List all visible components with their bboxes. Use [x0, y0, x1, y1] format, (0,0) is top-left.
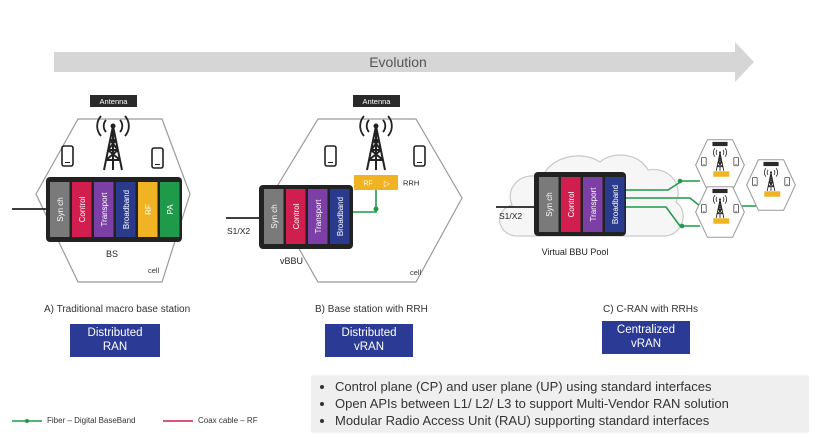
pool-module-label: Transport	[589, 187, 598, 222]
bs-module-label: Syn ch	[56, 197, 65, 221]
vbbu-module-label: Broadband	[336, 197, 345, 236]
tag-c-line1: Centralized	[616, 324, 676, 336]
feature-list-box: Control plane (CP) and user plane (UP) u…	[311, 375, 809, 433]
caption-a: A) Traditional macro base station	[44, 304, 191, 315]
pool-label-c: Virtual BBU Pool	[542, 247, 609, 257]
fiber-link-c1	[626, 180, 700, 191]
cell-label-a: cell	[148, 266, 160, 275]
antenna-tag-b	[353, 95, 400, 107]
pool-module-broadband	[605, 177, 625, 232]
bs-module-label: RF	[144, 204, 153, 215]
bs-module-label: Control	[78, 196, 87, 222]
bs-module-transport	[94, 182, 114, 237]
tower-icon-a	[96, 115, 130, 171]
tag-distributed-ran: Distributed RAN	[70, 324, 160, 357]
pool-module-label: Broadband	[611, 185, 620, 224]
vbbu-module-label: Syn ch	[270, 204, 279, 228]
pool-module-syn-ch	[539, 177, 559, 232]
pool-module-transport	[583, 177, 603, 232]
rrh-rf-label-b: RF	[363, 181, 372, 188]
module-stack-b: Syn ch Control Transport Broadband	[264, 189, 350, 244]
rrh-cell-c1	[695, 139, 745, 191]
bs-module-control	[72, 182, 92, 237]
bs-label-a: BS	[106, 249, 118, 259]
pool-module-label: Syn ch	[545, 192, 554, 216]
feature-item: Open APIs between L1/ L2/ L3 to support …	[335, 395, 809, 412]
pool-module-control	[561, 177, 581, 232]
evolution-label: Evolution	[369, 54, 427, 70]
tag-b-line1: Distributed	[341, 327, 397, 339]
feature-list: Control plane (CP) and user plane (UP) u…	[311, 378, 809, 429]
vbbu-module-control	[286, 189, 306, 244]
legend-fiber-label: Fiber – Digital BaseBand	[47, 416, 136, 425]
vbbu-module-label: Control	[292, 203, 301, 229]
bs-module-label: Transport	[100, 192, 109, 227]
vbbu-module-transport	[308, 189, 328, 244]
fiber-node-c1	[677, 178, 683, 184]
bs-module-pa	[160, 182, 180, 237]
bs-module-syn-ch	[50, 182, 70, 237]
tag-a-line1: Distributed	[87, 327, 143, 339]
phone-icon-a-left	[61, 145, 74, 167]
cell-label-b: cell	[410, 268, 422, 277]
tag-a-line2: RAN	[102, 341, 128, 353]
vbbu-module-label: Transport	[314, 199, 323, 234]
fiber-node-c3	[679, 223, 685, 229]
antenna-label-b: Antenna	[363, 97, 392, 106]
phone-icon-b-right	[413, 145, 426, 167]
tag-distributed-vran: Distributed vRAN	[325, 324, 413, 357]
rrh-label-b: RRH	[403, 179, 419, 188]
module-stack-c: Syn ch Control Transport Broadband	[539, 177, 625, 232]
tower-icon-b	[359, 115, 393, 171]
antenna-label-a: Antenna	[100, 97, 129, 106]
module-stack-a: Syn ch Control Transport Broadband RF PA	[50, 182, 180, 237]
bs-module-broadband	[116, 182, 136, 237]
fiber-link-b	[351, 190, 377, 213]
antenna-tag-a	[90, 95, 137, 107]
cell-hexagon-a	[35, 118, 191, 283]
interface-label-b: S1/X2	[227, 226, 250, 236]
rrh-cell-c2	[746, 159, 796, 211]
tag-centralized-vran: Centralized vRAN	[602, 321, 690, 354]
rrh-cell-c3	[695, 186, 745, 238]
tag-c-line2: vRAN	[630, 338, 662, 350]
tag-b-line2: vRAN	[353, 341, 385, 353]
feature-item: Modular Radio Access Unit (RAU) supporti…	[335, 412, 809, 429]
legend-fiber-node	[25, 419, 29, 423]
phone-icon-a-right	[151, 147, 164, 169]
bs-module-rf	[138, 182, 158, 237]
bs-module-label: Broadband	[122, 190, 131, 229]
vbbu-module-broadband	[330, 189, 350, 244]
pool-module-label: Control	[567, 191, 576, 217]
feature-item: Control plane (CP) and user plane (UP) u…	[335, 378, 809, 395]
fiber-node-b	[373, 206, 379, 212]
vbbu-module-syn-ch	[264, 189, 284, 244]
interface-label-c: S1/X2	[499, 211, 522, 221]
fiber-link-c3	[626, 206, 700, 227]
phone-icon-b-left	[324, 145, 337, 167]
caption-c: C) C-RAN with RRHs	[603, 304, 698, 315]
caption-b: B) Base station with RRH	[315, 304, 428, 315]
bs-module-label: PA	[166, 204, 175, 215]
evolution-arrow	[54, 42, 754, 82]
rrh-pa-glyph-b: ▷	[384, 179, 391, 188]
vbbu-label-b: vBBU	[280, 256, 303, 266]
rrh-box-b	[354, 175, 398, 190]
legend-coax-label: Coax cable – RF	[198, 416, 258, 425]
